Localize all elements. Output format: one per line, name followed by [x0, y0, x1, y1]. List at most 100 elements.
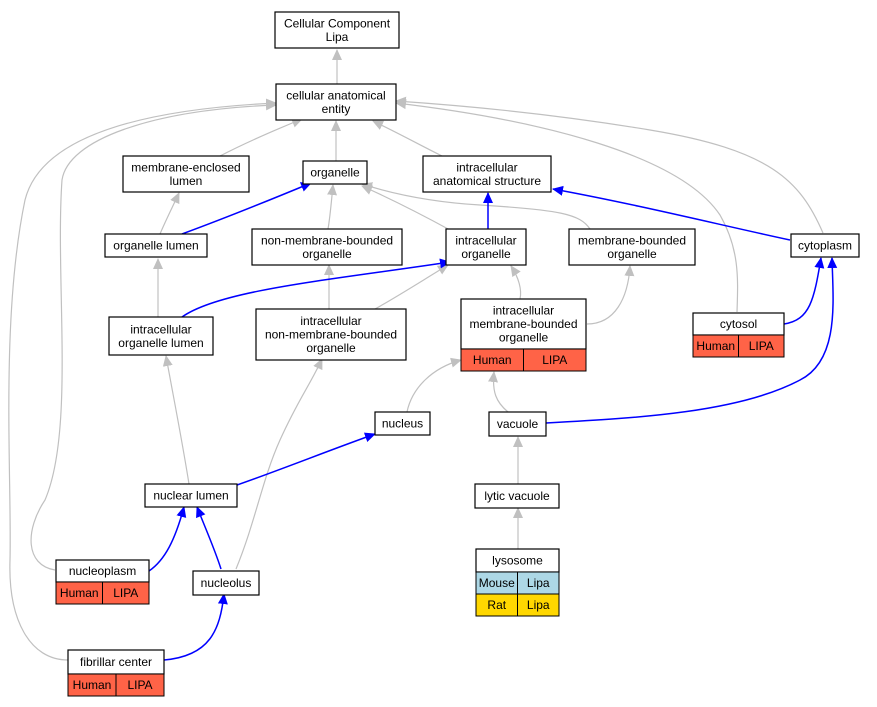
node-label: lumen: [170, 174, 203, 188]
node-label: cellular anatomical: [286, 88, 385, 102]
annotation-gene: LIPA: [749, 339, 774, 353]
node-label: vacuole: [497, 417, 539, 431]
annotation-gene-cell: [102, 581, 150, 605]
edge-io-to-organelle: [361, 185, 451, 231]
node-label: organelle: [607, 247, 657, 261]
node-box: [274, 11, 400, 49]
annotation-human: Human LIPA: [692, 334, 785, 358]
annotation-species: Human: [73, 678, 112, 692]
node-label: lytic vacuole: [484, 489, 550, 503]
edge-ias-to-cae: [372, 120, 443, 157]
node-intracellular-non-membrane-bounded-organelle[interactable]: intracellularnon-membrane-boundedorganel…: [255, 308, 407, 361]
annotation-species: Human: [696, 339, 735, 353]
node-label: anatomical structure: [433, 174, 541, 188]
node-box: [251, 228, 403, 266]
node-box: [488, 411, 547, 437]
node-box: [104, 233, 208, 258]
edge-mel-to-cae: [219, 118, 303, 157]
edge-cytoplasm-partof-ias: [552, 185, 791, 241]
node-label: membrane-bounded: [469, 317, 577, 331]
node-box: [275, 83, 397, 121]
node-box: [192, 570, 260, 596]
annotation-human: Human LIPA: [67, 673, 165, 697]
node-label: intracellular: [130, 322, 191, 336]
node-label: entity: [322, 102, 351, 116]
edge-olumen-to-mel: [159, 192, 180, 235]
edge-nmbo-to-organelle: [327, 184, 338, 230]
edge-cytoplasm-to-cae: [395, 96, 824, 234]
node-intracellular-membrane-bounded-organelle[interactable]: intracellularmembrane-boundedorganelleHu…: [460, 298, 587, 372]
annotation-species: Human: [473, 353, 512, 367]
node-label: organelle lumen: [118, 336, 203, 350]
node-label: organelle: [302, 247, 352, 261]
node-label: organelle lumen: [113, 239, 198, 253]
node-label: organelle: [461, 247, 511, 261]
node-label: Lipa: [326, 30, 349, 44]
node-box: [255, 308, 407, 361]
node-cytoplasm[interactable]: cytoplasm: [790, 233, 860, 258]
edge-cytosol-partof-cytoplasm: [783, 257, 825, 325]
node-box: [67, 649, 165, 675]
node-label: cytoplasm: [798, 239, 852, 253]
edge-nl-partof-nucleus: [236, 432, 376, 486]
edge-cytosol-to-cae: [395, 99, 739, 313]
edge-nucleoplasm-to-cae: [30, 100, 277, 571]
annotation-species: Human: [60, 586, 99, 600]
annotation-gene-cell: [115, 673, 165, 697]
node-organelle[interactable]: organelle: [302, 160, 368, 185]
node-label: non-membrane-bounded: [265, 328, 397, 342]
node-box: [122, 155, 250, 193]
node-label: nuclear lumen: [153, 489, 228, 503]
annotation-species: Rat: [487, 598, 506, 612]
node-label: nucleus: [382, 417, 423, 431]
node-label: intracellular: [300, 314, 361, 328]
node-label: organelle: [499, 331, 549, 345]
annotation-gene: Lipa: [527, 598, 550, 612]
node-label: cytosol: [720, 317, 757, 331]
node-box: [422, 155, 552, 193]
node-label: organelle: [310, 166, 360, 180]
edge-olumen-partof-organelle: [181, 182, 312, 235]
node-box: [144, 483, 238, 508]
node-box: [108, 316, 214, 356]
node-vacuole[interactable]: vacuole: [488, 411, 547, 437]
edge-nl-to-iol: [162, 355, 190, 485]
annotation-gene-cell: [517, 593, 560, 617]
node-label: non-membrane-bounded: [261, 233, 393, 247]
edge-nucleus-to-imbo: [406, 357, 462, 413]
node-label: fibrillar center: [80, 655, 152, 669]
node-box: [460, 298, 587, 350]
edges: [8, 49, 838, 661]
annotation-gene: Lipa: [527, 576, 550, 590]
node-box: [790, 233, 860, 258]
node-box: [374, 411, 431, 436]
node-label: intracellular: [455, 233, 516, 247]
annotation-gene-cell: [738, 334, 785, 358]
edge-nucleolus-to-inmbo: [235, 358, 323, 570]
node-label: membrane-bounded: [578, 233, 686, 247]
node-nucleus[interactable]: nucleus: [374, 411, 431, 436]
edge-vacuole-to-imbo: [488, 371, 509, 413]
node-label: nucleoplasm: [69, 564, 136, 578]
node-nuclear-lumen[interactable]: nuclear lumen: [144, 483, 238, 508]
node-nucleolus[interactable]: nucleolus: [192, 570, 260, 596]
node-lytic-vacuole[interactable]: lytic vacuole: [474, 483, 560, 509]
node-box: [302, 160, 368, 185]
annotation-gene: LIPA: [127, 678, 152, 692]
node-organelle-lumen[interactable]: organelle lumen: [104, 233, 208, 258]
